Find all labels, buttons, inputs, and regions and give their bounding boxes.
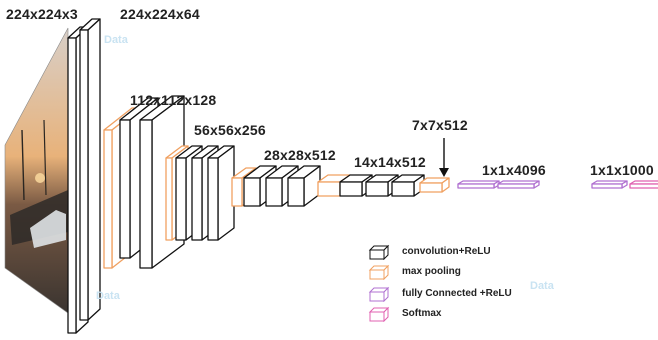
layer-conv3-1-front [176, 158, 186, 240]
layer-conv3-3 [208, 146, 234, 240]
legend-label-max-pooling: max pooling [402, 266, 461, 277]
cube-icon-softmax [368, 306, 390, 322]
layer-fc1-front [458, 184, 494, 188]
layer-fc1 [458, 181, 499, 188]
layer-softmax [630, 181, 658, 188]
layer-conv5-2-front [366, 182, 388, 196]
label-fc3: 1x1x1000 [590, 162, 654, 178]
layer-conv1-2-front [80, 30, 88, 320]
layer-pool1-front [104, 130, 112, 268]
layer-fc2 [498, 181, 539, 188]
layer-conv5-3-front [392, 182, 414, 196]
layer-pool3-front [232, 178, 242, 206]
layer-conv1-2-side [88, 19, 100, 320]
layer-conv1-2 [80, 19, 100, 320]
layer-conv2-1-front [120, 120, 130, 258]
network-layers [68, 19, 658, 333]
legend-label-convolution: convolution+ReLU [402, 246, 491, 257]
cube-icon-fully-connected [368, 286, 390, 302]
label-conv1: 224x224x64 [120, 6, 200, 22]
cube-icon-convolution [368, 244, 390, 260]
label-conv4: 28x28x512 [264, 147, 336, 163]
layer-conv2-2-front [140, 120, 152, 268]
label-conv2: 112x112x128 [130, 92, 216, 108]
layer-fc2-front [498, 184, 534, 188]
layer-pool5 [420, 178, 449, 192]
label-conv3: 56x56x256 [194, 122, 266, 138]
layer-pool4-front [318, 182, 340, 196]
layer-pool5-front [420, 183, 442, 192]
pool5-arrow [439, 138, 449, 177]
layer-conv5-3 [392, 175, 424, 196]
label-pool5: 7x7x512 [412, 117, 468, 133]
cube-icon-max-pooling [368, 264, 390, 280]
layer-conv3-3-front [208, 158, 218, 240]
layer-conv1-1-front [68, 38, 76, 333]
layer-pool2-front [166, 158, 172, 240]
watermark-top: Data [104, 34, 128, 46]
layer-conv3-2-front [192, 158, 202, 240]
legend-item-softmax: Softmax [368, 306, 528, 322]
watermark-bottom-left: Data [96, 290, 120, 302]
layer-softmax-front [630, 184, 658, 188]
label-fc1: 1x1x4096 [482, 162, 546, 178]
legend-label-softmax: Softmax [402, 308, 441, 319]
legend-item-max-pooling: max pooling [368, 264, 528, 280]
layer-conv4-3-front [288, 178, 304, 206]
watermark-bottom-right: Data [530, 280, 554, 292]
layer-fc3-front [592, 184, 622, 188]
layer-conv4-2-front [266, 178, 282, 206]
label-input: 224x224x3 [6, 6, 78, 22]
legend-item-fully-connected: fully Connected +ReLU [368, 286, 528, 302]
legend-label-fully-connected: fully Connected +ReLU [402, 288, 512, 299]
layer-conv5-1-front [340, 182, 362, 196]
legend-item-convolution: convolution+ReLU [368, 244, 528, 260]
layer-conv4-1-front [244, 178, 260, 206]
label-conv5: 14x14x512 [354, 154, 426, 170]
layer-fc3 [592, 181, 627, 188]
input-image [5, 28, 68, 313]
